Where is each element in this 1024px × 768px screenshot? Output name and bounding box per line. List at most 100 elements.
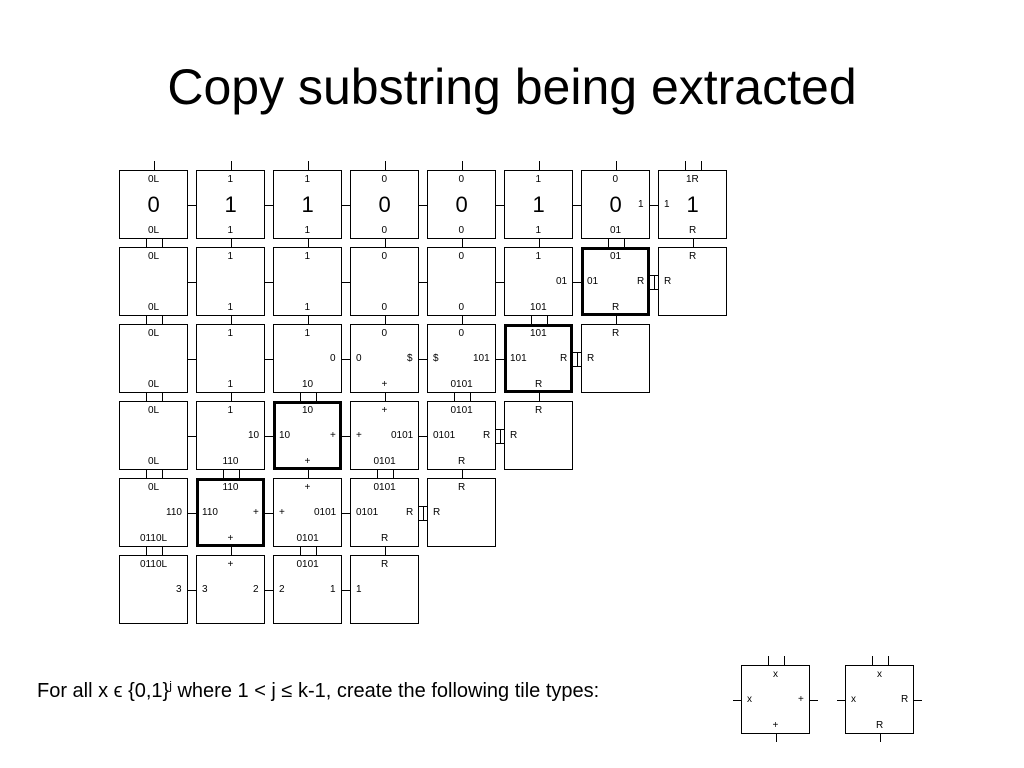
tile-south-label: 1 xyxy=(227,225,234,236)
tile xyxy=(350,170,419,239)
tile xyxy=(273,170,342,239)
tile xyxy=(196,401,265,470)
glue-stub xyxy=(615,161,617,170)
glue-stub xyxy=(700,161,702,170)
tile xyxy=(350,247,419,316)
glue-h xyxy=(265,204,273,206)
tile-east-label: 0101 xyxy=(314,506,337,518)
glue-v xyxy=(384,316,386,324)
tile-north-label: 0101 xyxy=(296,559,319,570)
tile xyxy=(119,170,188,239)
tile-value: 0 xyxy=(147,191,160,217)
tile-north-label: R xyxy=(535,405,543,416)
glue-v xyxy=(299,393,301,401)
glue-r xyxy=(423,505,424,521)
glue-v xyxy=(392,470,394,478)
tile-north-label: 0 xyxy=(381,328,388,339)
tile-south-label: 0110L xyxy=(140,533,168,544)
glue-v xyxy=(384,547,386,555)
tile-north-label: 10 xyxy=(302,405,314,416)
glue-h xyxy=(342,589,350,591)
glue-stub xyxy=(384,161,386,170)
tile xyxy=(427,478,496,547)
tile-north-label: R xyxy=(612,328,620,339)
tile-south-label: R xyxy=(876,720,884,731)
tile xyxy=(119,324,188,393)
tile-north-label: 1 xyxy=(227,251,234,262)
tile-east-label: + xyxy=(330,429,336,441)
glue-h xyxy=(342,512,350,514)
glue-h xyxy=(265,281,273,283)
tile xyxy=(427,401,496,470)
glue-h xyxy=(188,435,196,437)
tile-north-label: 0 xyxy=(458,174,465,185)
tile-north-label: + xyxy=(304,482,311,493)
tile-north-label: 0101 xyxy=(373,482,396,493)
tile-west-label: 2 xyxy=(279,583,285,595)
tile xyxy=(273,478,342,547)
glue-v xyxy=(384,239,386,247)
tile-south-label: R xyxy=(458,456,466,467)
tile-value: 1 xyxy=(532,191,545,217)
tile-west-label: R xyxy=(587,352,595,364)
glue-v xyxy=(623,239,625,247)
tile-west-label: 3 xyxy=(202,583,208,595)
tile-east-label: 2 xyxy=(253,583,259,595)
tile-value: 1 xyxy=(301,191,314,217)
tile xyxy=(119,247,188,316)
glue-v xyxy=(145,316,147,324)
tile-west-label: 101 xyxy=(510,352,527,364)
tile xyxy=(427,324,496,393)
glue-h xyxy=(496,358,504,360)
glue-v xyxy=(145,470,147,478)
glue-v xyxy=(230,393,232,401)
glue-h xyxy=(265,435,273,437)
tile-north-label: 1 xyxy=(304,251,311,262)
tile-south-label: 0 xyxy=(458,302,465,313)
tile-south-label: 10 xyxy=(302,379,314,390)
tile-north-label: R xyxy=(458,482,466,493)
tile-value: 0 xyxy=(378,191,391,217)
glue-v xyxy=(376,470,378,478)
glue-v xyxy=(461,239,463,247)
glue-h xyxy=(496,204,504,206)
glue-v xyxy=(230,316,232,324)
glue-h xyxy=(419,204,427,206)
tile-west-label: R xyxy=(433,506,441,518)
glue-stub xyxy=(461,161,463,170)
tile xyxy=(196,324,265,393)
tile-south-label: R xyxy=(381,533,389,544)
glue-stub xyxy=(879,734,881,742)
tile-east-label: 0101 xyxy=(391,429,414,441)
glue-stub xyxy=(810,699,818,701)
tile xyxy=(741,665,810,734)
tile xyxy=(273,247,342,316)
tile-east-label: + xyxy=(798,693,804,705)
tile-north-label: 1 xyxy=(227,405,234,416)
tile-south-label: 01 xyxy=(610,225,622,236)
glue-v xyxy=(230,239,232,247)
tile xyxy=(845,665,914,734)
tile-north-label: 1 xyxy=(535,251,542,262)
tile-south-label: 0L xyxy=(148,379,160,390)
tile-north-label: 1 xyxy=(227,174,234,185)
tile-east-label: 101 xyxy=(473,352,490,364)
tile-south-label: 0101 xyxy=(373,456,396,467)
tile-west-label: 10 xyxy=(279,429,291,441)
tile xyxy=(581,170,650,239)
glue-h xyxy=(650,204,658,206)
tile-east-label: 3 xyxy=(176,583,182,595)
glue-v xyxy=(161,547,163,555)
tile-south-label: 1 xyxy=(304,302,311,313)
tile-south-label: + xyxy=(227,533,234,544)
glue-r xyxy=(577,351,578,367)
tile-north-label: + xyxy=(227,559,234,570)
tile-west-label: x xyxy=(747,693,752,705)
tile-east-label: 01 xyxy=(556,275,568,287)
glue-v xyxy=(530,316,532,324)
tile-south-label: 101 xyxy=(530,302,547,313)
tile-north-label: 1 xyxy=(304,174,311,185)
glue-h xyxy=(265,589,273,591)
tile xyxy=(350,555,419,624)
tile xyxy=(504,170,573,239)
